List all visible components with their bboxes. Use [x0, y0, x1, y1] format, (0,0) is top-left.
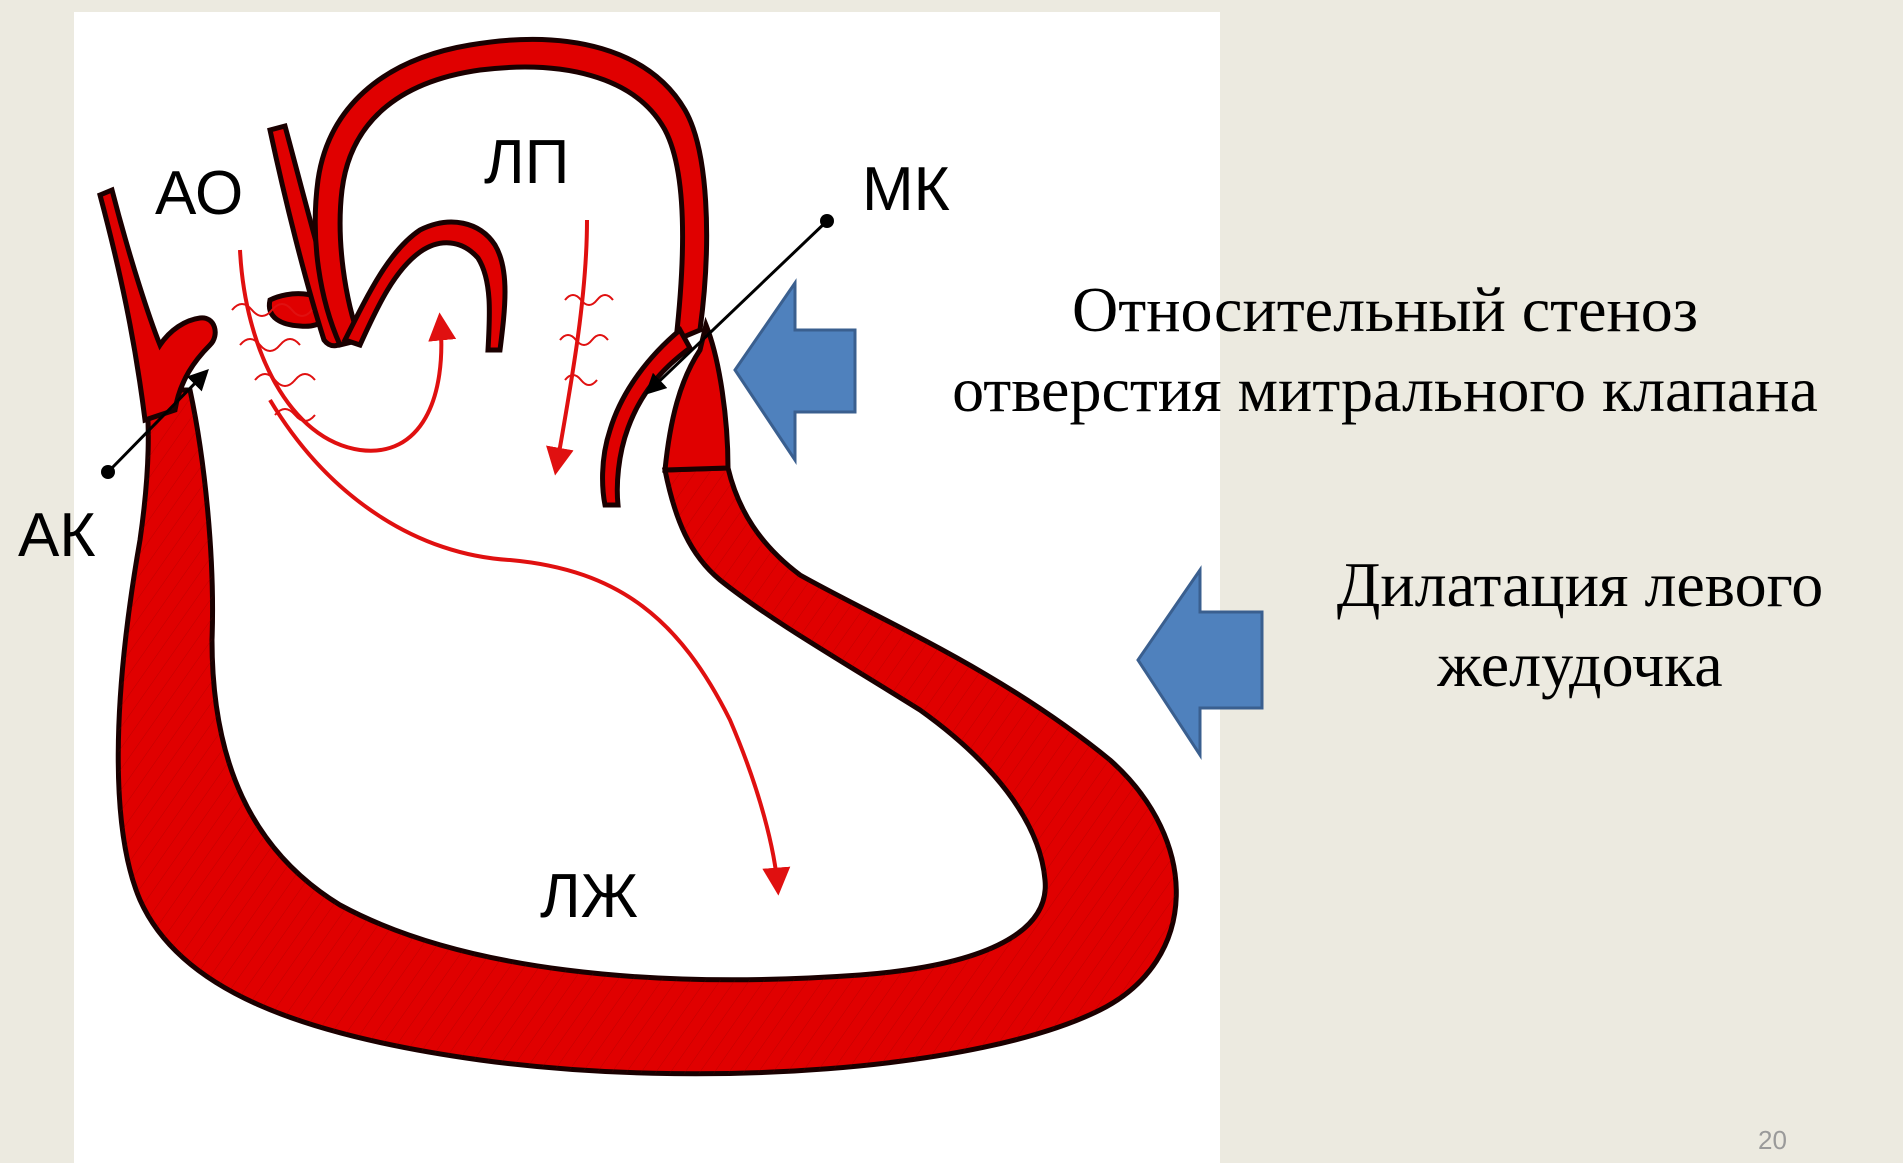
label-ao: АО: [155, 159, 243, 228]
dilation-caption-line-2: желудочка: [1270, 625, 1890, 705]
stenosis-caption-line-2: отверстия митрального клапана: [880, 350, 1890, 430]
dilation-caption-line-1: Дилатация левого: [1270, 545, 1890, 625]
label-lzh: ЛЖ: [540, 862, 638, 931]
ak-pointer-dot: [101, 465, 115, 479]
mk-pointer-dot: [820, 214, 834, 228]
label-lp: ЛП: [484, 128, 569, 197]
slide-number: 20: [1758, 1125, 1787, 1156]
label-mk: МК: [862, 155, 950, 224]
label-ak: АК: [18, 501, 95, 570]
left-ventricle-wall: [118, 390, 1176, 1074]
stenosis-indicator-arrow: [735, 283, 855, 460]
stenosis-caption: Относительный стеноз отверстия митрально…: [880, 270, 1890, 430]
inner-leaflet: [345, 222, 505, 350]
dilation-indicator-arrow: [1138, 570, 1262, 755]
dilation-caption: Дилатация левого желудочка: [1270, 545, 1890, 705]
stenosis-caption-line-1: Относительный стеноз: [880, 270, 1890, 350]
